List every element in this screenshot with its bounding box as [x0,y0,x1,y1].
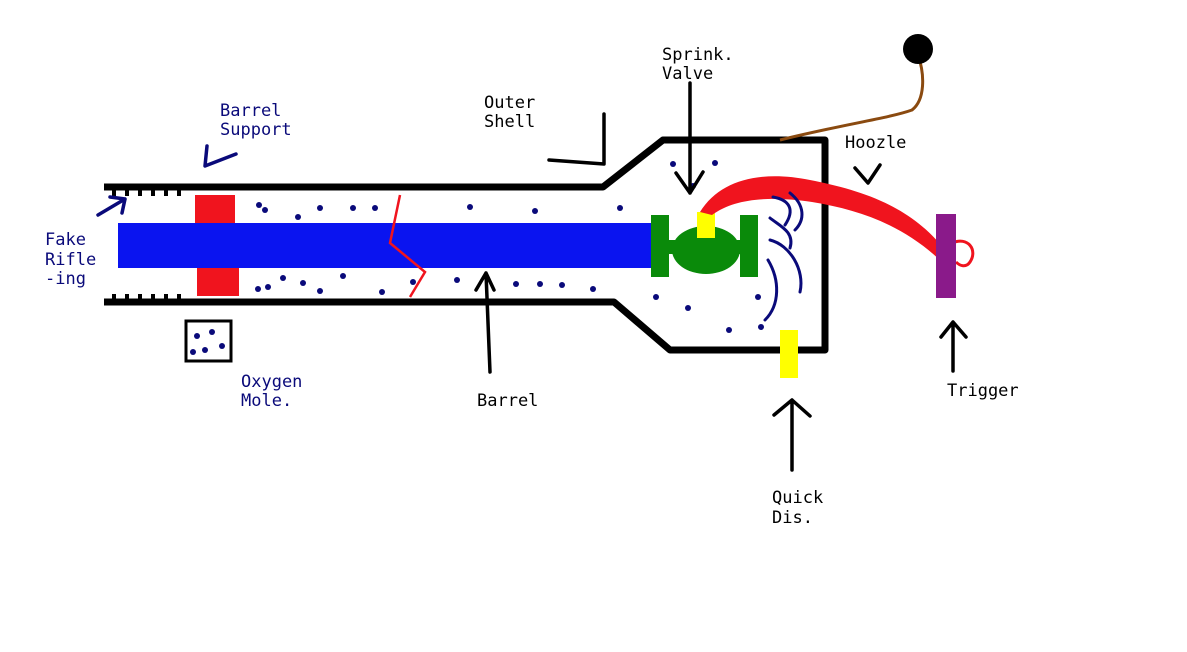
quick-dis-label-line-2: Dis. [772,508,813,528]
barrel-label: Barrel [477,391,538,411]
barrel-support-top [195,195,235,225]
oxygen-mole-label-line-1: Oxygen [241,372,302,392]
outer-shell-label: Outer Shell [484,93,545,132]
fake-rifling-label-line-2: Rifle [45,250,96,270]
outer-shell-arrow [547,112,606,166]
hoozle-hose [700,176,945,265]
oxygen-mole-box [184,319,233,363]
barrel [118,223,656,268]
barrel-crack-line [388,194,427,298]
hoozle-label: Hoozle [845,133,906,153]
sprinkler-valve [651,215,758,277]
quick-dis-label: Quick Dis. [772,488,833,528]
quick-dis-label-line-1: Quick [772,488,823,508]
outer-shell-top-wall [104,136,829,354]
valve-stem [665,240,745,254]
sprink-valve-label-line-2: Valve [662,64,713,84]
barrel-support-label-line-2: Support [220,120,292,140]
knob [903,34,933,64]
fake-rifling-arrow [96,195,127,217]
oxygen-mole-dots [190,329,225,355]
valve-right-plate [740,215,758,277]
valve-left-plate [651,215,669,277]
outer-shell-label-line-2: Shell [484,112,535,132]
valve-yellow-cap [697,212,715,238]
blue-arrows [96,144,238,217]
barrel-support-label: Barrel Support [220,101,292,140]
barrel-support-arrow [203,144,238,168]
sprink-valve-label: Sprink. Valve [662,45,744,84]
flow-lines [763,191,804,322]
outer-shell-label-line-1: Outer [484,93,535,113]
barrel-support-label-line-1: Barrel [220,101,281,121]
hose-curl [951,239,975,268]
trigger [936,214,956,298]
oxygen-dots [255,160,764,333]
fake-rifling-label-line-3: -ing [45,269,86,289]
oxygen-mole-label: Oxygen Mole. [241,372,313,411]
quick-dis-arrow [772,398,812,472]
trigger-arrow [939,320,968,373]
outer-shell [104,136,829,354]
barrel-support-bottom [197,266,239,296]
oxygen-mole-label-line-2: Mole. [241,391,292,411]
hoozle-arrow [853,163,882,185]
sprink-valve-label-line-1: Sprink. [662,45,734,65]
quick-disconnect [780,330,798,378]
barrel-arrow [474,271,496,374]
fake-rifling-label-line-1: Fake [45,230,86,250]
fake-rifling-label: Fake Rifle -ing [45,230,106,289]
arrows [474,81,968,472]
fake-rifling-ticks [112,190,181,299]
sprink-valve-arrow [674,81,705,195]
trigger-label: Trigger [947,381,1019,401]
wire [779,54,925,142]
